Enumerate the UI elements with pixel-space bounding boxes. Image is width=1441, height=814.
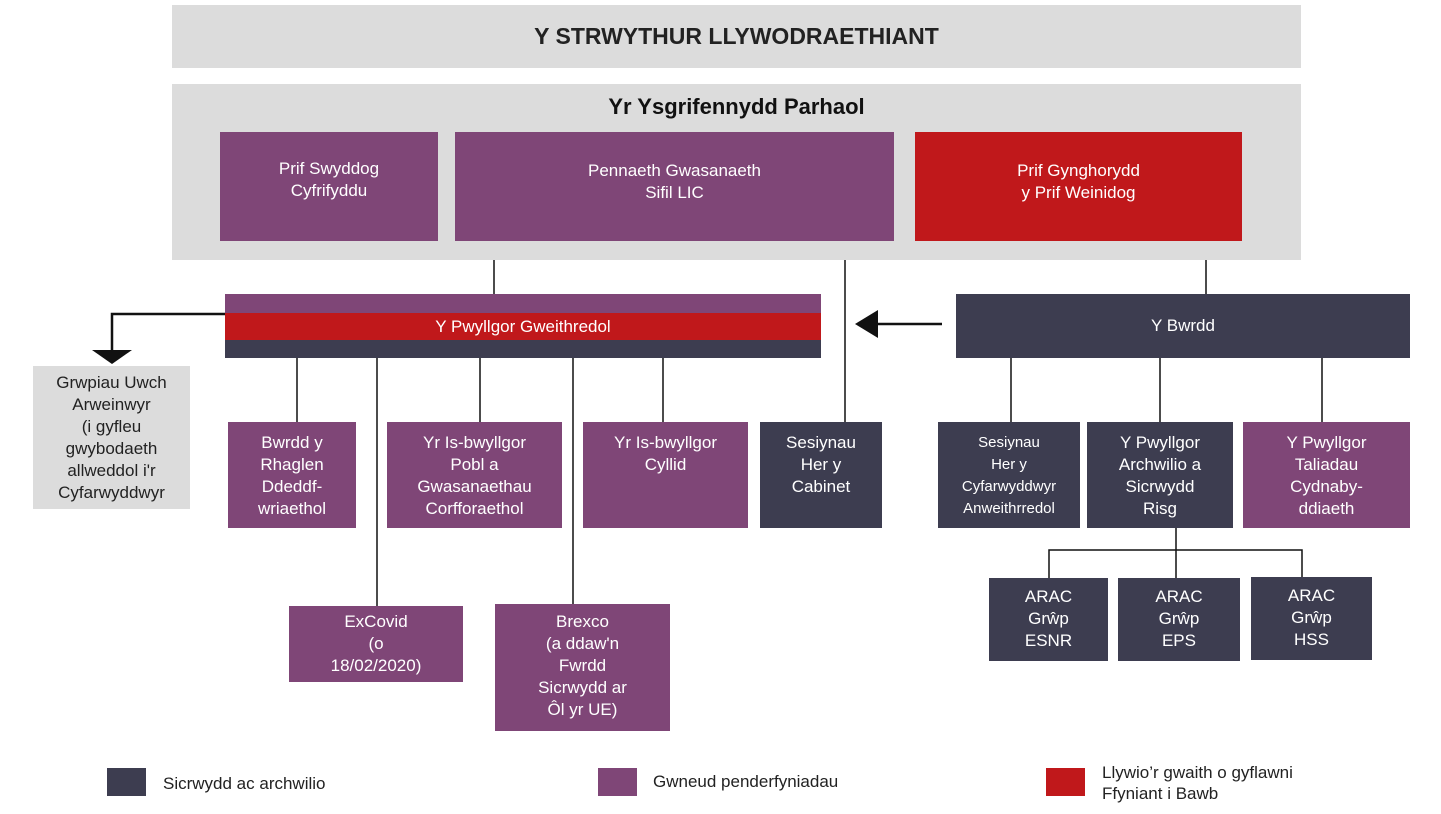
arrow-left-icon bbox=[855, 310, 878, 338]
head-civil-service-box: Pennaeth Gwasanaeth Sifil LIC bbox=[455, 132, 894, 241]
board-box: Y Bwrdd bbox=[956, 294, 1410, 358]
arac-esnr: ARAC Grŵp ESNR bbox=[989, 578, 1108, 661]
legend-swatch-assurance bbox=[107, 768, 146, 796]
legend-label-decisions: Gwneud penderfyniadau bbox=[653, 772, 839, 791]
accounting-officer-box: Prif Swyddog Cyfrifyddu bbox=[220, 132, 438, 241]
arac-hss: ARAC Grŵp HSS bbox=[1251, 577, 1372, 660]
legislative-programme-board: Bwrdd y Rhaglen Ddeddf- wriaethol bbox=[228, 422, 356, 528]
chief-adviser-box: Prif Gynghorydd y Prif Weinidog bbox=[915, 132, 1242, 241]
title-banner: Y STRWYTHUR LLYWODRAETHIANT bbox=[172, 5, 1301, 68]
audit-risk-committee: Y Pwyllgor Archwilio a Sicrwydd Risg bbox=[1087, 422, 1233, 528]
ned-challenge-sessions: Sesiynau Her y Cyfarwyddwyr Anweithrredo… bbox=[938, 422, 1080, 528]
arac-eps: ARAC Grŵp EPS bbox=[1118, 578, 1240, 661]
executive-committee: Y Pwyllgor Gweithredol bbox=[225, 313, 821, 340]
exec-bar-top bbox=[225, 294, 821, 313]
arrow-down-icon bbox=[92, 350, 132, 364]
cabinet-challenge-sessions: Sesiynau Her y Cabinet bbox=[760, 422, 882, 528]
remuneration-committee: Y Pwyllgor Taliadau Cydnaby- ddiaeth bbox=[1243, 422, 1410, 528]
legend-label-assurance: Sicrwydd ac archwilio bbox=[163, 774, 326, 793]
legend-swatch-prosperity bbox=[1046, 768, 1085, 796]
legend-swatch-decisions bbox=[598, 768, 637, 796]
brexco-box: Brexco (a ddaw'n Fwrdd Sicrwydd ar Ôl yr… bbox=[495, 604, 670, 731]
legend-label-prosperity: Llywio’r gwaith o gyflawni Ffyniant i Ba… bbox=[1102, 763, 1293, 803]
senior-leadership-groups-box: Grwpiau Uwch Arweinwyr (i gyfleu gwyboda… bbox=[33, 366, 190, 509]
excovid-box: ExCovid (o 18/02/2020) bbox=[289, 606, 463, 682]
permanent-secretary-heading: Yr Ysgrifennydd Parhaol bbox=[608, 94, 865, 119]
people-corporate-subcommittee: Yr Is-bwyllgor Pobl a Gwasanaethau Corff… bbox=[387, 422, 562, 528]
exec-bar-bottom bbox=[225, 340, 821, 358]
finance-subcommittee: Yr Is-bwyllgor Cyllid bbox=[583, 422, 748, 528]
